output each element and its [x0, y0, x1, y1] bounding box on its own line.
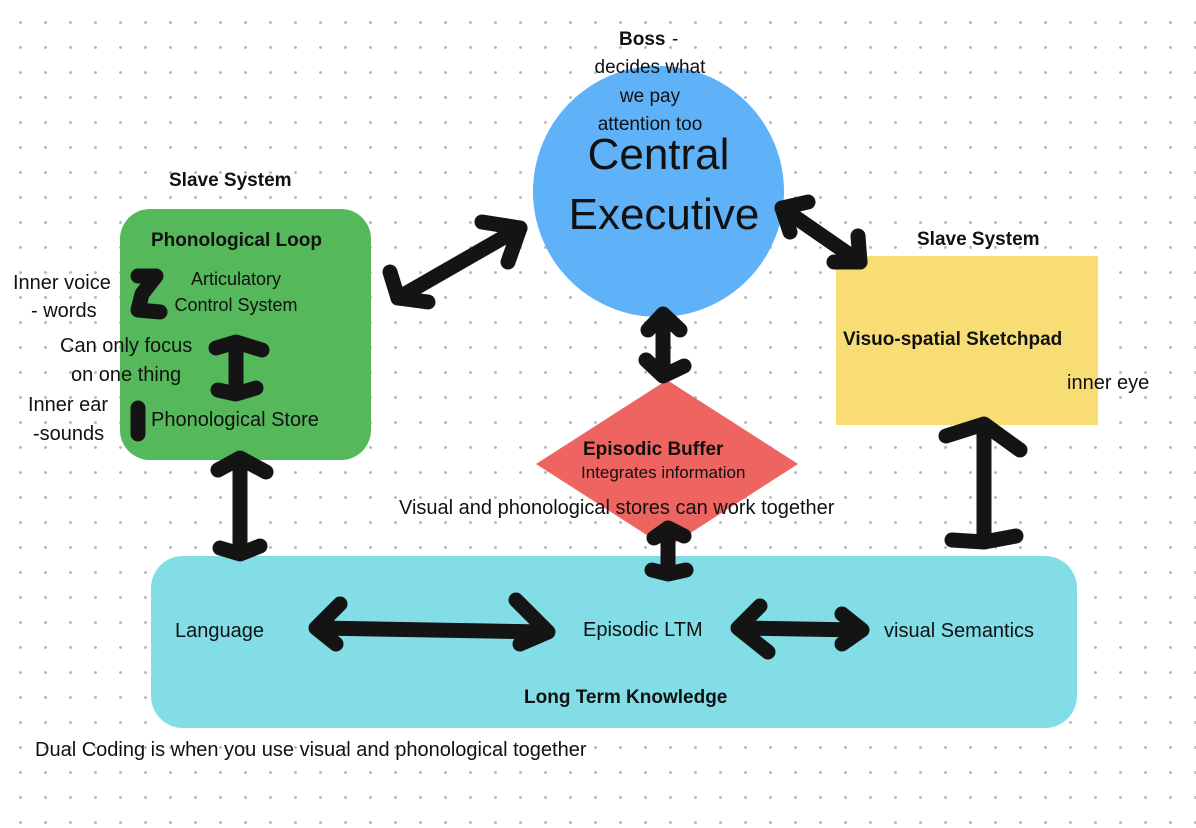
episodic-buffer-title: Episodic Buffer — [583, 439, 724, 460]
inner-voice-line2: - words — [31, 300, 97, 322]
phonological-slave-system-label: Slave System — [169, 170, 292, 191]
inner-ear-line2: -sounds — [33, 423, 105, 445]
boss-description-line3: attention too — [597, 114, 703, 135]
arrow-sketchpad-to-ltk — [938, 416, 1028, 550]
dual-coding-note: Dual Coding is when you use visual and p… — [35, 739, 587, 761]
language-label: Language — [175, 620, 264, 642]
episodic-buffer-diamond — [536, 380, 798, 548]
phonological-store-label: Phonological Store — [151, 409, 319, 431]
focus-note-line2: on one thing — [71, 364, 182, 386]
stores-work-together-note: Visual and phonological stores can work … — [399, 497, 835, 519]
episodic-ltm-label: Episodic LTM — [583, 619, 703, 641]
episodic-buffer-subtitle: Integrates information — [581, 463, 746, 482]
arrow-loop-to-executive — [382, 214, 528, 310]
visuospatial-sketchpad-box — [836, 256, 1098, 425]
inner-voice-line1: Inner voice — [13, 272, 111, 294]
articulatory-label-line1: Articulatory — [190, 269, 282, 289]
visuospatial-slave-system-label: Slave System — [917, 229, 1040, 250]
focus-note-line1: Can only focus — [60, 335, 193, 357]
visual-semantics-label: visual Semantics — [884, 620, 1035, 642]
visuospatial-sketchpad-title: Visuo-spatial Sketchpad — [843, 329, 1063, 350]
arrow-executive-to-buffer — [638, 306, 692, 384]
inner-eye-label: inner eye — [1067, 372, 1150, 394]
boss-dash: - — [672, 29, 679, 50]
long-term-knowledge-box — [151, 556, 1077, 728]
central-executive-circle — [533, 66, 784, 317]
inner-ear-line1: Inner ear — [28, 394, 109, 416]
central-executive-title-line1: Central — [587, 130, 730, 179]
boss-description-line1: decides what — [594, 57, 706, 78]
central-executive-title-line2: Executive — [568, 190, 760, 239]
long-term-knowledge-title: Long Term Knowledge — [524, 687, 728, 708]
arrow-loop-to-ltk — [210, 450, 274, 562]
boss-description-line2: we pay — [619, 86, 681, 107]
boss-label: Boss — [619, 29, 666, 50]
articulatory-label-line2: Control System — [174, 295, 298, 315]
phonological-loop-title: Phonological Loop — [151, 230, 322, 251]
